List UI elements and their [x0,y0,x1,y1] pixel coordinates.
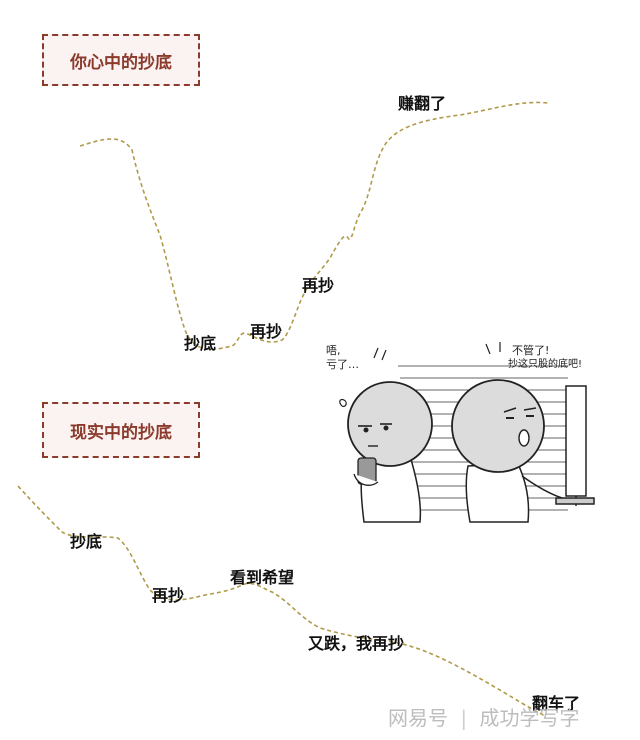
right-speech-line-2: 抄这只股的底吧! [508,359,583,370]
ideal-label-bottom: 抄底 [184,334,217,353]
left-speech-line-2: 亏了… [326,358,359,371]
left-speech-line-1: 唔, [326,344,341,357]
ideal-section-title: 你心中的抄底 [42,34,200,86]
watermark: 网易号 | 成功学写字 [388,702,579,731]
watermark-author: 成功学写字 [479,706,580,730]
reality-section-title: 现实中的抄底 [42,402,200,458]
computer-monitor [555,385,595,506]
right-speech-line-1: 不管了! [512,344,550,357]
watermark-source: 网易号 [388,706,448,730]
ideal-label-again-2: 再抄 [302,276,335,295]
ideal-label-profit: 赚翻了 [398,94,447,113]
left-person [339,347,433,523]
reality-label-hope: 看到希望 [230,568,295,587]
reality-curve [17,485,546,717]
reality-label-drop: 又跌，我再抄 [308,634,405,653]
reality-label-end: 翻车了 [532,694,581,713]
watermark-divider: | [460,706,468,730]
cartoon-illustration [339,342,595,523]
ideal-curve [79,101,549,351]
right-person [451,342,563,523]
reality-label-again: 再抄 [152,586,185,605]
reality-label-bottom: 抄底 [70,532,103,551]
ideal-label-again-1: 再抄 [250,322,283,341]
